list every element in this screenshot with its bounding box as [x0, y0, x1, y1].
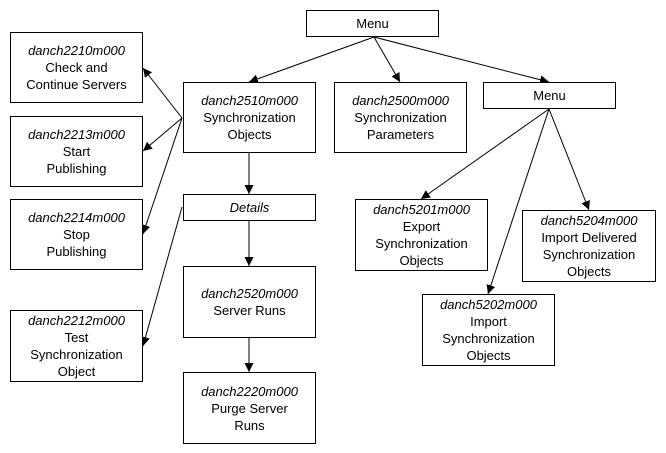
stop-publishing-code: danch2214m000: [28, 210, 125, 225]
arrow-sync-objects-to-check-servers: [142, 67, 183, 119]
import-delivered-line-3: Objects: [566, 264, 612, 279]
sync-params-box: danch2500m000 Synchronization Parameters: [334, 82, 467, 153]
menu-top-label: Menu: [356, 16, 389, 31]
import-sync-line-1: Import: [470, 314, 507, 329]
import-sync-code: danch5202m000: [440, 297, 537, 312]
arrow-menu-top-to-menu-right: [373, 36, 550, 85]
import-sync-box: danch5202m000 Import Synchronization Obj…: [422, 294, 555, 366]
import-sync-line-3: Objects: [466, 348, 511, 363]
export-sync-line-3: Objects: [399, 253, 444, 268]
stop-publishing-box: danch2214m000 Stop Publishing: [10, 199, 143, 270]
details-box: Details: [183, 194, 316, 221]
arrow-details-to-test-sync: [141, 206, 183, 347]
import-delivered-box: danch5204m000 Import Delivered Synchroni…: [522, 210, 656, 282]
server-runs-line-1: Server Runs: [213, 303, 286, 318]
sync-objects-code: danch2510m000: [201, 93, 298, 108]
arrow-menu-top-to-sync-params: [373, 36, 401, 83]
check-servers-line-2: Continue Servers: [26, 77, 127, 92]
server-runs-code: danch2520m000: [201, 286, 298, 301]
start-publishing-box: danch2213m000 Start Publishing: [10, 116, 143, 187]
menu-top-box: Menu: [306, 10, 439, 37]
arrow-menu-right-to-import-sync: [486, 108, 550, 295]
server-runs-box: danch2520m000 Server Runs: [183, 266, 316, 338]
import-delivered-code: danch5204m000: [540, 213, 638, 228]
sync-objects-line-1: Synchronization: [203, 110, 296, 125]
import-sync-line-2: Synchronization: [442, 331, 535, 346]
purge-runs-line-1: Purge Server: [211, 400, 288, 416]
check-servers-line-1: Check and: [45, 60, 108, 75]
stop-publishing-line-1: Stop: [63, 227, 90, 242]
sync-objects-line-2: Objects: [227, 127, 272, 142]
sync-objects-box: danch2510m000 Synchronization Objects: [183, 82, 316, 153]
arrow-menu-right-to-export-sync: [420, 108, 550, 200]
import-delivered-line-1: Import Delivered: [541, 230, 637, 245]
sync-params-line-1: Synchronization: [354, 110, 447, 125]
details-label: Details: [229, 200, 270, 215]
export-sync-box: danch5201m000 Export Synchronization Obj…: [355, 199, 488, 271]
arrow-sync-objects-to-start-publishing: [142, 117, 183, 152]
test-sync-line-2: Synchronization: [30, 347, 123, 362]
start-publishing-line-1: Start: [62, 144, 91, 159]
menu-right-label: Menu: [533, 88, 566, 103]
arrow-menu-top-to-sync-objects: [248, 36, 375, 84]
export-sync-line-2: Synchronization: [375, 236, 468, 251]
check-servers-box: danch2210m000 Check and Continue Servers: [10, 32, 143, 103]
purge-runs-code: danch2220m000: [201, 383, 298, 399]
sync-params-line-2: Parameters: [366, 127, 435, 142]
test-sync-box: danch2212m000 Test Synchronization Objec…: [10, 310, 143, 382]
start-publishing-code: danch2213m000: [28, 127, 125, 142]
check-servers-code: danch2210m000: [28, 43, 125, 58]
export-sync-line-1: Export: [402, 219, 441, 234]
purge-runs-box: danch2220m000 Purge Server Runs: [183, 372, 316, 444]
arrow-sync-objects-to-stop-publishing: [141, 117, 183, 235]
purge-runs-line-2: Runs: [234, 417, 265, 433]
test-sync-code: danch2212m000: [28, 313, 125, 328]
test-sync-line-3: Object: [57, 364, 96, 379]
export-sync-code: danch5201m000: [373, 202, 470, 217]
sync-params-code: danch2500m000: [352, 93, 449, 108]
start-publishing-line-2: Publishing: [46, 161, 107, 176]
arrow-menu-right-to-import-delivered: [548, 108, 590, 211]
import-delivered-line-2: Synchronization: [542, 247, 636, 262]
stop-publishing-line-2: Publishing: [46, 244, 107, 259]
test-sync-line-1: Test: [64, 330, 89, 345]
menu-right-box: Menu: [483, 82, 616, 109]
